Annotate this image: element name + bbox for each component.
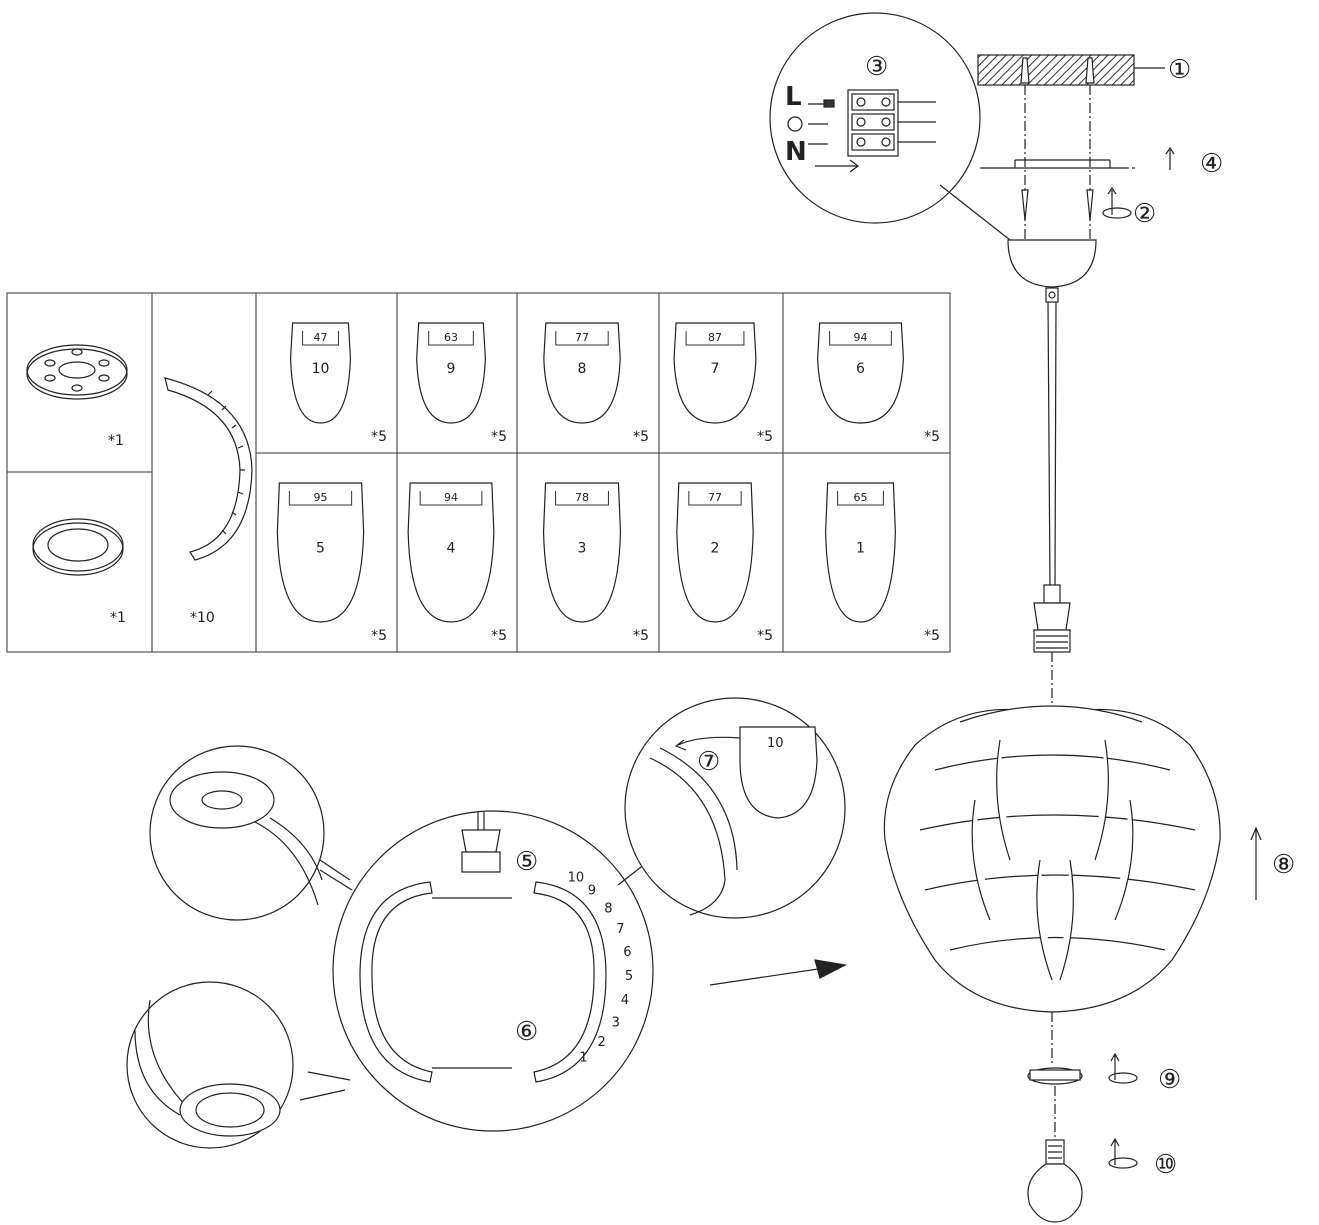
bottom-ring-qty: *1	[110, 610, 126, 626]
petal-size-label: 4	[447, 541, 456, 557]
petal-size-8: 77 8 *5	[543, 322, 649, 445]
petal-qty-label: *5	[633, 628, 649, 644]
petal-size-6: 94 6 *5	[817, 322, 940, 445]
rib-assembly-detail	[299, 810, 654, 1132]
petal-size-4: 94 4 *5	[407, 482, 507, 644]
rib-slot-number: 1	[579, 1051, 587, 1066]
petal-width-label: 65	[854, 491, 868, 504]
ceiling-mount	[970, 54, 1175, 705]
petal-size-label: 8	[578, 361, 587, 377]
petal-width-label: 95	[314, 491, 328, 504]
petal-qty-label: *5	[371, 628, 387, 644]
step-3-marker: ③	[865, 52, 888, 82]
petal-width-label: 78	[575, 491, 589, 504]
top-plate-detail	[149, 745, 325, 921]
ceiling-hatch	[977, 54, 1135, 86]
step-6-marker: ⑥	[515, 1017, 538, 1047]
petal-size-1: 65 1 *5	[825, 482, 940, 644]
live-label: L	[785, 82, 802, 112]
step-10-marker: ⑩	[1154, 1150, 1177, 1180]
top-plate-qty: *1	[108, 433, 124, 449]
petal-size-label: 10	[312, 361, 330, 377]
petal-size-label: 1	[856, 541, 865, 557]
bottom-collar-and-bulb	[1027, 1052, 1138, 1223]
petal-size-2: 77 2 *5	[676, 482, 773, 644]
petal-size-label: 6	[856, 361, 865, 377]
petal-width-label: 87	[708, 331, 722, 344]
petal-size-label: 5	[316, 541, 325, 557]
petal-size-label: 9	[447, 361, 456, 377]
petal-qty-label: *5	[491, 628, 507, 644]
petal-qty-label: *5	[757, 429, 773, 445]
rib-slot-number: 2	[598, 1035, 606, 1050]
step-9-marker: ⑨	[1158, 1065, 1181, 1095]
top-plate-part	[26, 344, 128, 400]
rib-slot-number: 9	[588, 884, 596, 899]
petal-width-label: 63	[444, 331, 458, 344]
rib-slot-number: 5	[625, 969, 633, 984]
petal-size-label: 7	[711, 361, 720, 377]
rib-part	[164, 377, 253, 561]
petal-qty-label: *5	[924, 628, 940, 644]
petal-size-5: 95 5 *5	[276, 482, 387, 644]
petal-parts: 47 10 *5 63 9 *5 77 8 *5 87 7 *5 94 6 *5 95 5 *5 94 4 *5 78 3 *…	[276, 322, 940, 644]
step-2-marker: ②	[1133, 199, 1156, 229]
petal-size-label: 2	[711, 541, 720, 557]
petal-size-3: 78 3 *5	[542, 482, 649, 644]
petal-qty-label: *5	[491, 429, 507, 445]
assembled-lamp	[883, 705, 1262, 1065]
petal-width-label: 47	[314, 331, 328, 344]
petal-size-9: 63 9 *5	[416, 322, 507, 445]
wiring-detail	[769, 12, 1011, 241]
assembly-arrow	[709, 959, 847, 986]
petal-qty-label: *5	[371, 429, 387, 445]
bottom-ring-detail	[126, 981, 294, 1149]
petal-attach-detail	[624, 697, 846, 919]
rib-slot-number: 4	[621, 993, 629, 1008]
step-4-marker: ④	[1200, 149, 1223, 179]
step-8-marker: ⑧	[1272, 850, 1295, 880]
step-5-marker: ⑤	[515, 847, 538, 877]
parts-table	[6, 292, 951, 653]
rib-slot-number: 8	[604, 901, 612, 916]
petal-size-7: 87 7 *5	[673, 322, 773, 445]
bottom-ring-part	[32, 518, 124, 576]
step-7-marker: ⑦	[697, 747, 720, 777]
rib-slot-number: 3	[612, 1015, 620, 1030]
petal-width-label: 94	[854, 331, 868, 344]
rib-slot-number: 10	[568, 870, 585, 885]
petal-qty-label: *5	[757, 628, 773, 644]
detail-petal-number: 10	[767, 736, 784, 751]
rib-slot-number: 7	[616, 922, 624, 937]
neutral-label: N	[785, 137, 807, 167]
rib-slot-number: 6	[623, 945, 631, 960]
step-1-marker: ①	[1168, 55, 1191, 85]
petal-width-label: 77	[708, 491, 722, 504]
petal-qty-label: *5	[633, 429, 649, 445]
petal-width-label: 94	[444, 491, 458, 504]
rib-qty: *10	[190, 610, 215, 626]
petal-qty-label: *5	[924, 429, 940, 445]
petal-size-label: 3	[578, 541, 587, 557]
petal-width-label: 77	[575, 331, 589, 344]
petal-size-10: 47 10 *5	[289, 322, 387, 445]
